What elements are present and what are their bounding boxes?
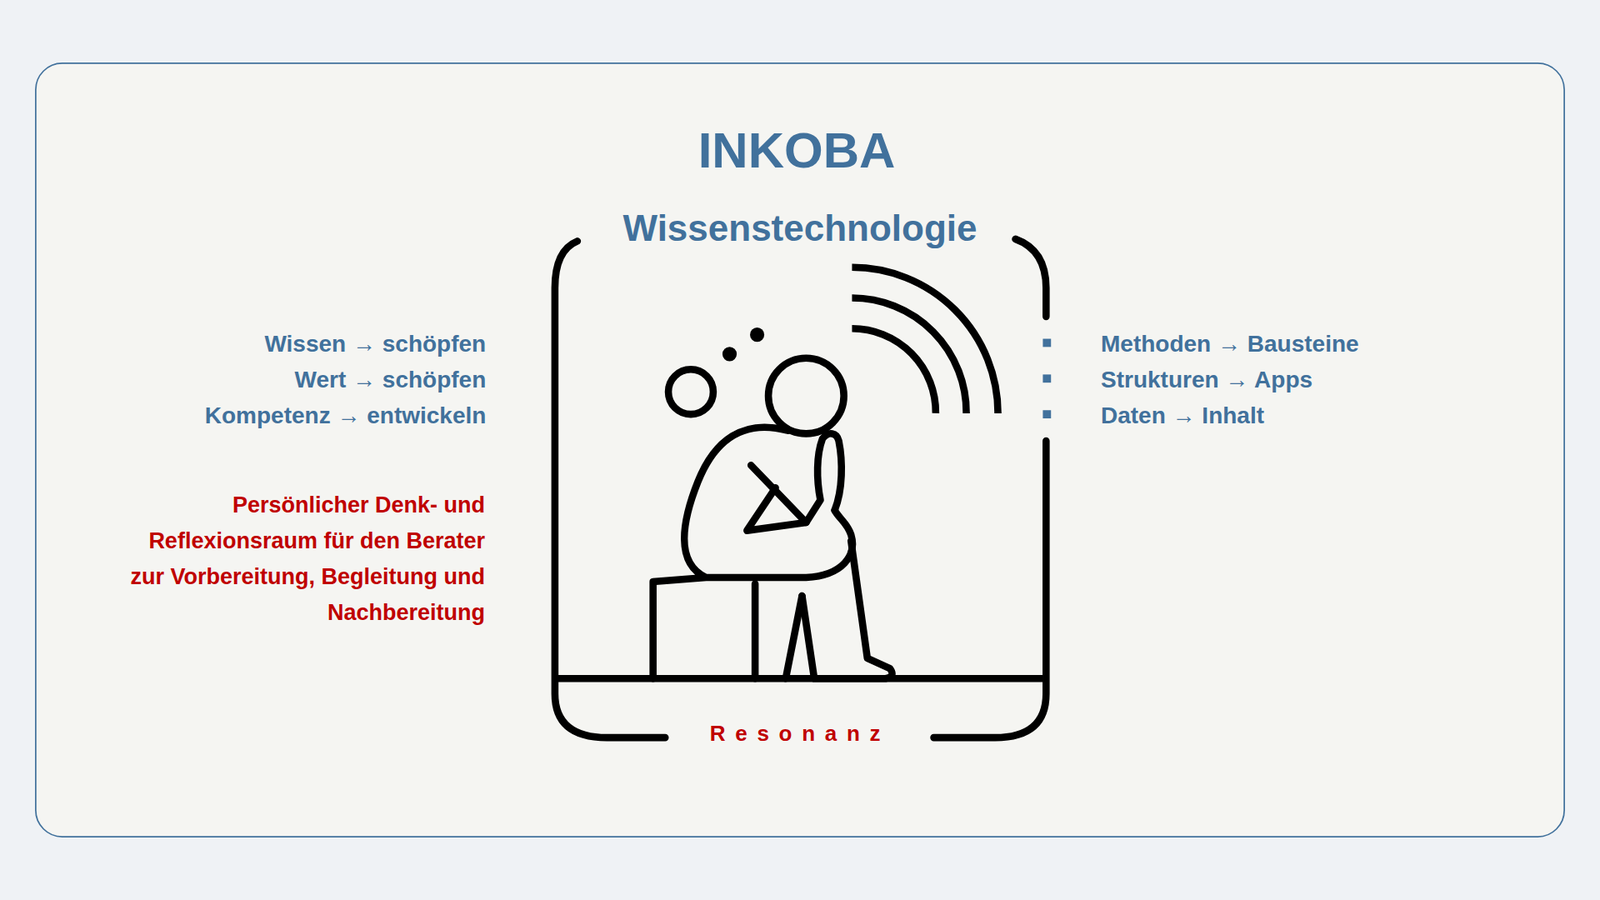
bullet-square — [1042, 374, 1051, 383]
thought-dot — [750, 327, 765, 342]
left-keyword: Kompetenz → entwickeln — [203, 400, 486, 431]
frame-outline — [550, 235, 1050, 742]
bullet-squares — [1042, 339, 1051, 420]
thought-dot — [722, 346, 737, 361]
thought-bubble — [668, 369, 714, 415]
stool-legs — [755, 583, 802, 679]
body-outline — [653, 427, 853, 680]
right-keyword: Strukturen → Apps — [1100, 365, 1315, 395]
frame-heading: Wissenstechnologie — [612, 207, 987, 250]
floor-line — [557, 675, 1044, 683]
thinker-illustration — [557, 267, 1044, 679]
arm-outline — [746, 433, 841, 530]
bullet-square — [1042, 410, 1051, 419]
frame-border — [555, 239, 1046, 738]
leg-outline — [801, 540, 892, 679]
right-keyword: Daten → Inhalt — [1100, 400, 1266, 431]
bullet-square — [1042, 339, 1051, 348]
slide-panel — [35, 63, 1565, 837]
head — [768, 358, 845, 435]
signal-arcs — [851, 267, 998, 414]
left-keyword: Wert → schöpfen — [293, 365, 486, 395]
left-keyword: Wissen → schöpfen — [263, 329, 486, 360]
icon-frame: WissenstechnologieResonanz — [550, 235, 1050, 742]
slide-title: INKOBA — [698, 123, 896, 179]
description-note: Persönlicher Denk- und Reflexionsraum fü… — [126, 487, 485, 631]
forearm — [750, 465, 806, 523]
right-keyword: Methoden → Bausteine — [1100, 329, 1360, 360]
frame-footer: Resonanz — [700, 721, 900, 747]
